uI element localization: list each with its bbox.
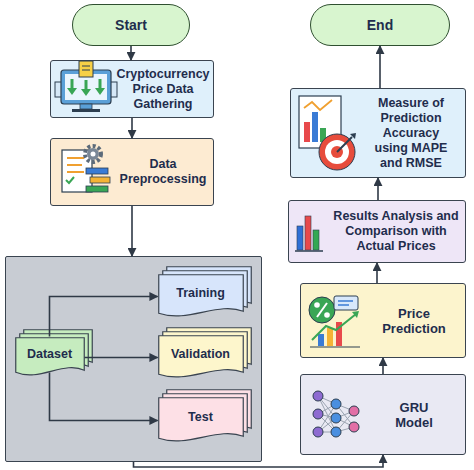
- node-label: Test: [188, 410, 213, 425]
- flow-arrow: [131, 118, 133, 138]
- data-gathering-icon: [65, 74, 107, 100]
- neural-network-icon: [331, 399, 341, 409]
- data-gathering-icon: [85, 80, 88, 90]
- flow-arrow: [50, 297, 158, 337]
- data-gathering-icon: [95, 88, 105, 95]
- neural-network-icon: [313, 427, 323, 437]
- prediction-icon: [318, 334, 324, 346]
- neural-network-icon: [349, 422, 359, 432]
- prediction-icon: [338, 304, 349, 306]
- accuracy-icon: [319, 134, 355, 170]
- preprocessing-icon: [91, 152, 96, 157]
- flow-arrow: [131, 206, 133, 256]
- accuracy-icon: [337, 137, 352, 152]
- flow-arrow: [377, 178, 379, 200]
- prediction-icon: [317, 303, 327, 317]
- data-gathering-icon: [79, 61, 93, 77]
- accuracy-icon: [312, 112, 318, 142]
- results-icon: [305, 216, 311, 250]
- node-label: End: [367, 18, 393, 33]
- prediction-icon: [309, 297, 335, 323]
- accuracy-icon: [350, 133, 356, 139]
- node-label: Dataset: [27, 347, 72, 362]
- node-label: Data Preprocessing: [113, 157, 213, 187]
- flow-arrow: [130, 46, 132, 60]
- neural-network-icon: [331, 427, 341, 437]
- data-gathering-icon: [99, 79, 102, 89]
- data-gathering-icon: [55, 61, 117, 112]
- flow-arrow: [379, 46, 381, 88]
- node-label: Start: [115, 18, 147, 33]
- prediction-icon: [314, 302, 320, 308]
- node-label: Validation: [171, 347, 230, 362]
- neural-network-icon: [313, 391, 359, 437]
- node-label: Training: [176, 286, 225, 301]
- document-shape: Validation: [158, 335, 244, 381]
- prediction-icon: [352, 311, 359, 318]
- dataset-group: Dataset TrainingValidationTest: [5, 256, 262, 462]
- flow-arrow: [134, 455, 384, 467]
- end-terminal: End: [310, 4, 450, 46]
- flow-arrow: [50, 373, 158, 421]
- node-label: Measure of Prediction Accuracy using MAP…: [365, 96, 457, 171]
- prediction-icon: [310, 346, 360, 347]
- node-label: Price Prediction: [374, 306, 454, 336]
- accuracy-icon: [299, 96, 356, 170]
- prediction-icon: [312, 314, 356, 340]
- results-icon: [313, 230, 319, 250]
- process-box: GRU Model: [300, 374, 466, 455]
- prediction-icon: [334, 296, 358, 310]
- data-gathering-icon: [82, 70, 90, 71]
- neural-network-icon: [349, 406, 359, 416]
- data-gathering-icon: [67, 88, 77, 95]
- document-page: [158, 274, 243, 315]
- document-page: [158, 397, 243, 440]
- preprocessing-icon: [67, 164, 82, 166]
- data-gathering-icon: [80, 104, 92, 109]
- node-label: GRU Model: [389, 400, 439, 430]
- start-terminal: Start: [72, 4, 190, 46]
- node-label: Cryptocurrency Price Data Gathering: [113, 67, 213, 112]
- preprocessing-icon: [66, 177, 74, 183]
- prediction-icon: [324, 312, 330, 318]
- preprocessing-icon: [67, 157, 84, 159]
- prediction-icon: [338, 300, 353, 302]
- results-icon: [295, 216, 323, 251]
- flow-arrow: [382, 358, 384, 374]
- document-shape: Test: [158, 397, 244, 445]
- accuracy-icon: [304, 122, 310, 142]
- node-label: Results Analysis and Comparison with Act…: [332, 209, 460, 254]
- results-icon: [297, 226, 303, 250]
- preprocessing-icon: [90, 177, 110, 183]
- flow-arrow: [376, 263, 378, 283]
- data-gathering-icon: [82, 66, 90, 67]
- neural-network-icon: [313, 409, 323, 419]
- document-page: [15, 337, 84, 374]
- document-page: [158, 335, 243, 376]
- data-gathering-icon: [72, 109, 100, 112]
- document-shape: Dataset: [15, 337, 85, 379]
- neural-network-icon: [331, 413, 341, 423]
- prediction-icon: [327, 328, 333, 346]
- neural-network-icon: [313, 391, 323, 401]
- results-icon: [295, 250, 323, 252]
- data-gathering-icon: [71, 79, 74, 89]
- preprocessing-icon: [85, 146, 101, 162]
- preprocessing-icon: [62, 146, 110, 192]
- preprocessing-icon: [67, 171, 84, 173]
- data-gathering-icon: [81, 89, 91, 96]
- document-shape: Training: [158, 274, 244, 320]
- prediction-icon: [309, 296, 360, 347]
- preprocessing-icon: [87, 148, 99, 160]
- accuracy-icon: [304, 100, 332, 110]
- flow-arrow: [85, 357, 158, 359]
- preprocessing-icon: [86, 186, 108, 192]
- preprocessing-icon: [86, 168, 108, 174]
